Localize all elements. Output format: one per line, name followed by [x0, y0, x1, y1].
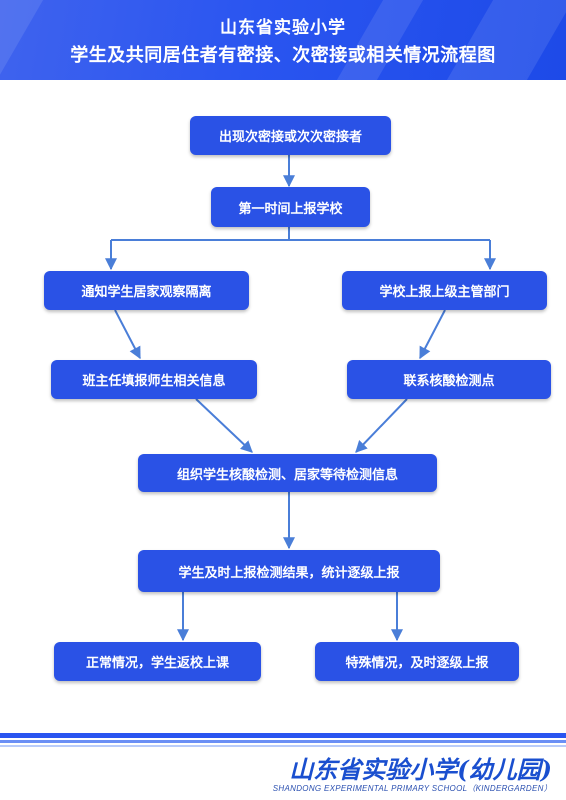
- arrow-left2-merge: [195, 398, 253, 453]
- footer: 山东省实验小学(幼儿园) SHANDONG EXPERIMENTAL PRIMA…: [0, 733, 566, 800]
- flow-box-step1: 出现次密接或次次密接者: [190, 116, 391, 155]
- flow-box-outcome-normal: 正常情况，学生返校上课: [54, 642, 261, 681]
- flow-box-right1: 学校上报上级主管部门: [342, 271, 547, 310]
- page-title: 山东省实验小学: [220, 18, 346, 38]
- flow-box-report: 学生及时上报检测结果，统计逐级上报: [138, 550, 440, 592]
- footer-band: [0, 733, 566, 738]
- school-english-name: SHANDONG EXPERIMENTAL PRIMARY SCHOOL（KIN…: [272, 784, 552, 793]
- page-subtitle: 学生及共同居住者有密接、次密接或相关情况流程图: [70, 45, 496, 66]
- flow-box-left2: 班主任填报师生相关信息: [51, 360, 257, 399]
- flow-box-merge: 组织学生核酸检测、居家等待检测信息: [138, 454, 437, 492]
- flow-box-outcome-special: 特殊情况，及时逐级上报: [315, 642, 519, 681]
- footer-band: [0, 740, 566, 743]
- school-logo-text: 山东省实验小学(幼儿园): [289, 755, 552, 784]
- arrow-right2-merge: [355, 398, 408, 453]
- flow-box-step2: 第一时间上报学校: [211, 187, 370, 227]
- flow-box-left1: 通知学生居家观察隔离: [44, 271, 249, 310]
- arrow-left1-left2: [114, 309, 141, 360]
- flow-box-right2: 联系核酸检测点: [347, 360, 551, 399]
- header-banner: 山东省实验小学 学生及共同居住者有密接、次密接或相关情况流程图: [0, 0, 566, 80]
- arrow-right1-right2: [419, 309, 446, 360]
- footer-band: [0, 745, 566, 747]
